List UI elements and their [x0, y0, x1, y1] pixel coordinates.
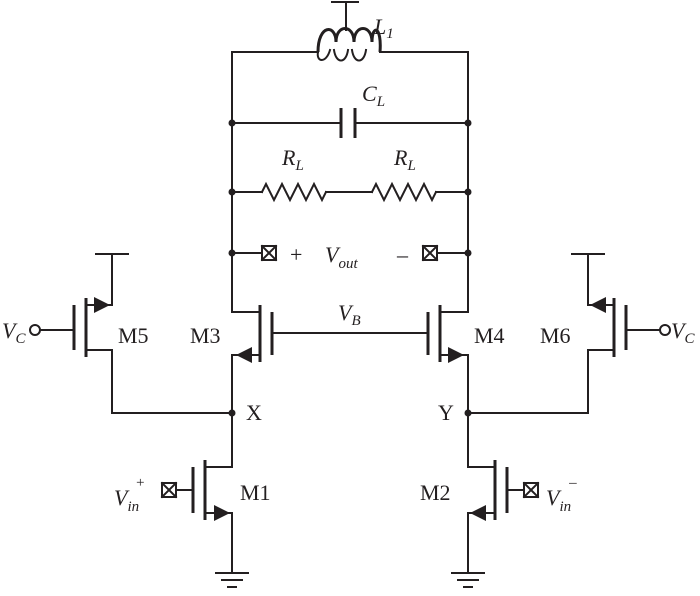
label-Vin-minus: Vin– [546, 475, 577, 515]
vout-port [231, 244, 469, 262]
label-M2: M2 [420, 480, 451, 505]
label-M1: M1 [240, 480, 271, 505]
label-CL: CL [362, 81, 385, 110]
label-VC-right: VC [671, 318, 695, 347]
transistor-M3 [231, 305, 274, 414]
label-RL-right: RL [393, 145, 416, 174]
transistor-M1 [160, 412, 233, 573]
ground-symbol-right [451, 572, 485, 588]
vout-minus: – [396, 242, 409, 267]
label-M5: M5 [118, 323, 149, 348]
resistor-RL-pair [231, 181, 469, 203]
transistor-M4 [426, 305, 469, 414]
label-M3: M3 [190, 323, 221, 348]
ground-symbol-left [215, 572, 249, 588]
transistor-M2 [467, 412, 540, 573]
label-X: X [246, 400, 262, 425]
label-Vin-plus: Vin+ [114, 475, 145, 515]
label-Y: Y [438, 400, 454, 425]
vout-plus: + [290, 242, 302, 267]
label-VB: VB [338, 300, 361, 329]
inductor-L1 [231, 1, 469, 62]
label-L1: L1 [373, 14, 394, 42]
tank-junctions [228, 119, 472, 257]
transistor-M5 [29, 253, 233, 414]
label-Vout: Vout [325, 242, 358, 272]
label-VC-left: VC [2, 318, 26, 347]
label-M4: M4 [474, 323, 505, 348]
label-RL-left: RL [281, 145, 304, 174]
label-M6: M6 [540, 323, 571, 348]
capacitor-CL [231, 108, 469, 138]
transistor-M6 [467, 253, 671, 414]
